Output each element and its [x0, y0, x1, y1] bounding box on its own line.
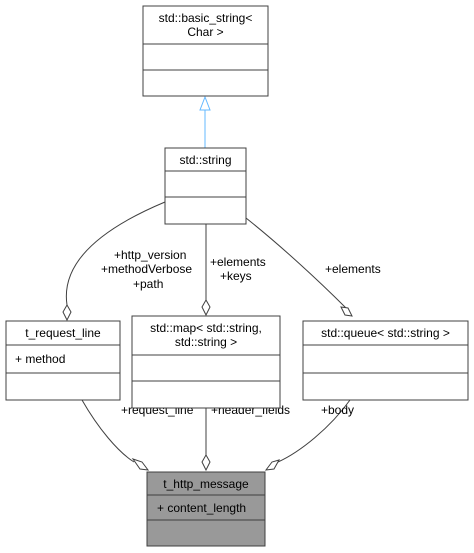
- class-box-string[interactable]: std::string: [164, 147, 247, 225]
- edge-label-method-verbose: +methodVerbose: [101, 262, 192, 276]
- association-edge-queue-message: [264, 399, 351, 471]
- class-name-line: std::basic_string<: [159, 11, 253, 25]
- edge-label-queue-elements: +elements: [325, 262, 381, 276]
- class-box-queue[interactable]: std::queue< std::string >: [302, 320, 469, 401]
- class-name-line: t_http_message: [163, 477, 249, 491]
- aggregation-diamond-icon: [264, 459, 281, 471]
- class-name-line: std::map< std::string,: [150, 321, 262, 335]
- edge-label-path: +path: [133, 277, 163, 291]
- class-name-line: std::string: [179, 153, 231, 167]
- class-name-line: Char >: [187, 25, 223, 39]
- association-edge-string-request-line: [62, 201, 166, 322]
- class-box-request-line[interactable]: t_request_line + method: [5, 320, 121, 401]
- inheritance-edge: [199, 95, 211, 148]
- association-edge-string-queue: [245, 217, 353, 317]
- aggregation-diamond-icon: [62, 303, 72, 322]
- association-edge-string-map: [201, 224, 211, 317]
- aggregation-diamond-icon: [340, 306, 353, 317]
- class-box-http-message[interactable]: t_http_message + content_length: [146, 471, 266, 547]
- edge-label-http-version: +http_version: [114, 248, 186, 262]
- aggregation-diamond-icon: [131, 458, 150, 471]
- class-name-line: t_request_line: [25, 326, 101, 340]
- association-edge-map-message: [201, 408, 211, 472]
- class-member-content-length: + content_length: [157, 501, 246, 515]
- class-box-map[interactable]: std::map< std::string, std::string >: [131, 315, 281, 409]
- aggregation-diamond-icon: [201, 453, 211, 472]
- inheritance-arrowhead-icon: [199, 95, 211, 111]
- class-box-basic-string[interactable]: std::basic_string< Char >: [142, 5, 269, 97]
- class-name-line: std::queue< std::string >: [321, 326, 450, 340]
- edge-label-keys: +keys: [220, 269, 252, 283]
- aggregation-diamond-icon: [201, 298, 211, 317]
- association-edge-request-line-message: [81, 399, 150, 471]
- class-name-line: std::string >: [175, 335, 237, 349]
- class-member-method: + method: [15, 352, 65, 366]
- edge-label-elements: +elements: [210, 255, 266, 269]
- edge-label-body: +body: [321, 403, 354, 417]
